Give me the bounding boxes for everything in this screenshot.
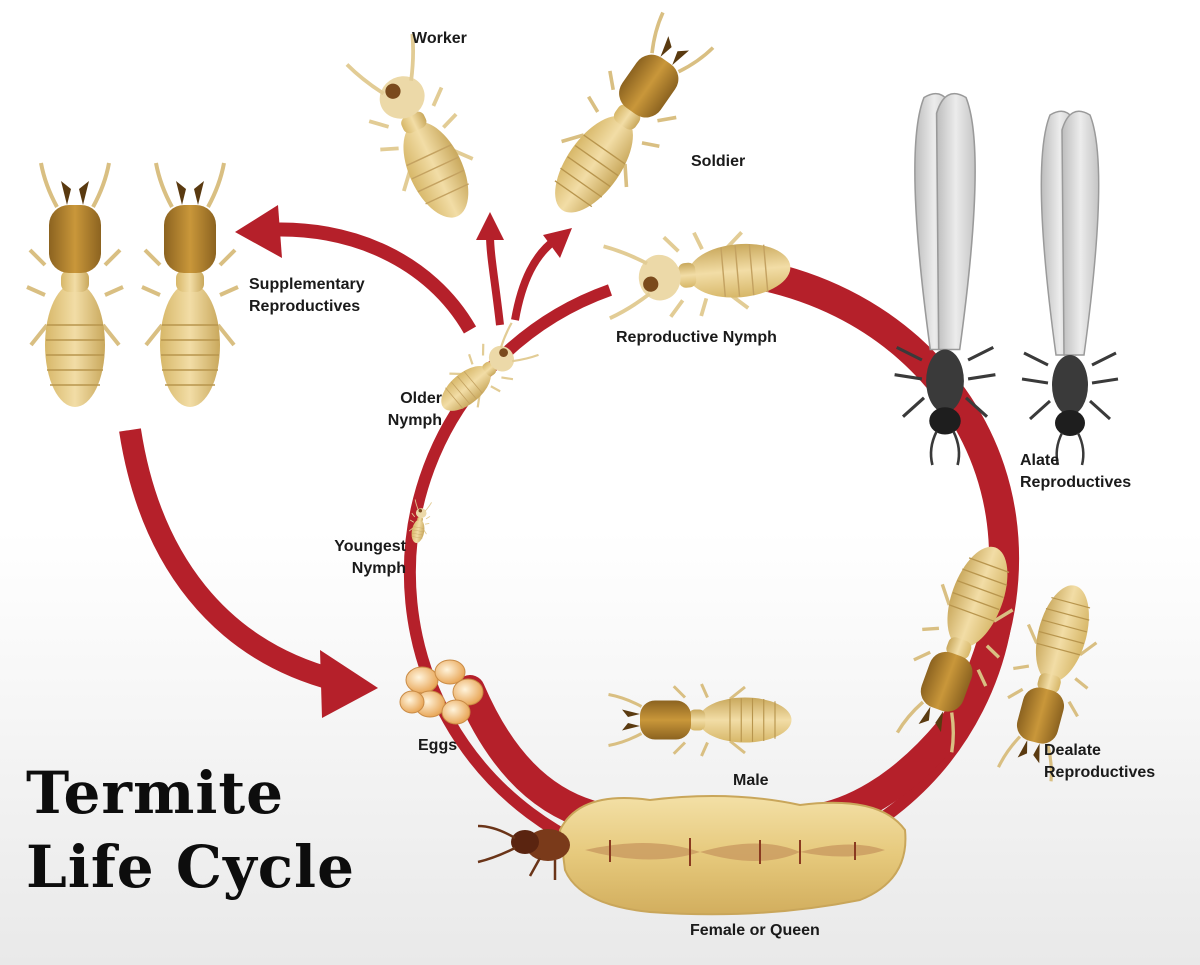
label-worker: Worker: [412, 30, 467, 47]
arrow-head-supplementary: [235, 205, 282, 258]
label-dealate-line2: Reproductives: [1044, 764, 1156, 781]
label-alate-line1: Alate: [1020, 452, 1060, 469]
title-line2: Life Cycle: [26, 833, 355, 901]
label-older-nymph-line2: Nymph: [387, 412, 442, 429]
label-supplementary-line1: Supplementary: [249, 276, 365, 293]
label-supplementary-reproductives: Supplementary Reproductives: [249, 274, 365, 318]
label-older-nymph: Older Nymph: [372, 388, 442, 432]
arrow-to-supplementary: [264, 222, 477, 334]
worker-termite: [339, 29, 498, 236]
supplementary-arrows: [119, 205, 572, 718]
cycle-arc-bottom: [455, 675, 605, 830]
male-termite: [607, 682, 793, 758]
arrow-head-worker: [476, 212, 504, 240]
reproductive-nymph: [601, 222, 796, 326]
label-reproductive-nymph: Reproductive Nymph: [616, 329, 777, 346]
label-eggs: Eggs: [418, 737, 458, 754]
soldier-termite: [524, 3, 726, 237]
alate-reproductive-right: [1020, 109, 1120, 467]
arrow-to-soldier: [511, 236, 558, 321]
title-line1: Termite: [26, 759, 285, 827]
label-soldier: Soldier: [691, 153, 746, 170]
label-dealate-reproductives: Dealate Reproductives: [1044, 740, 1155, 784]
supplementary-reproductive-left: [25, 161, 125, 409]
alate-reproductive-left: [893, 92, 997, 467]
supplementary-reproductive-right: [140, 161, 240, 409]
eggs-cluster: [399, 659, 484, 725]
cycle-arc-thick: [745, 260, 1020, 835]
label-dealate-line1: Dealate: [1044, 742, 1101, 759]
queen-termite: [477, 795, 907, 916]
label-older-nymph-line1: Older: [400, 390, 442, 407]
label-alate-line2: Reproductives: [1020, 474, 1132, 491]
label-youngest-nymph-line2: Nymph: [351, 560, 406, 577]
label-female-or-queen: Female or Queen: [690, 922, 820, 939]
diagram-title: Termite Life Cycle: [26, 756, 355, 904]
arrow-to-eggs: [119, 428, 338, 691]
arrow-head-soldier: [543, 228, 572, 258]
label-youngest-nymph: Youngest Nymph: [318, 536, 406, 580]
arrow-to-worker: [486, 234, 504, 326]
label-youngest-nymph-line1: Youngest: [334, 538, 406, 555]
label-male: Male: [733, 772, 769, 789]
arrow-head-eggs: [320, 650, 378, 718]
label-supplementary-line2: Reproductives: [249, 298, 361, 315]
label-alate-reproductives: Alate Reproductives: [1020, 450, 1131, 494]
